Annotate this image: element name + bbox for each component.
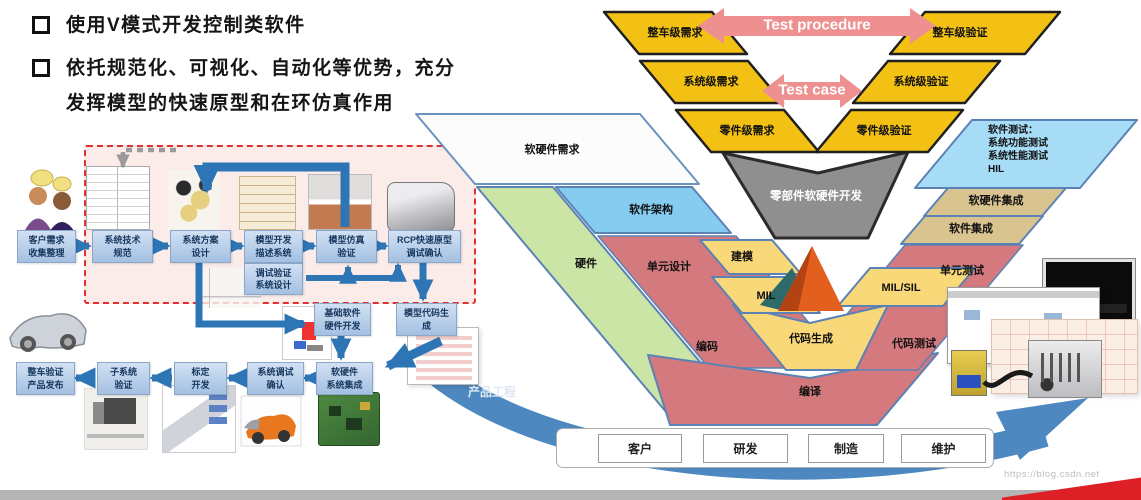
band-label-unit-test: 单元测试 <box>940 264 984 277</box>
vband-vehicle-level-verify <box>888 10 1062 56</box>
band-label-unit-design: 单元设计 <box>647 260 691 273</box>
flow-box-base-software: 基础软件 硬件开发 <box>314 303 371 336</box>
matlab-logo <box>760 246 844 311</box>
swoosh-arrowhead <box>996 398 1088 460</box>
bullet-item: 使用V模式开发控制类软件 <box>32 8 464 43</box>
vband-software-architecture <box>555 186 732 234</box>
vband-code-generation <box>732 304 889 371</box>
flow-box-system-debug: 系统调试 确认 <box>247 362 304 395</box>
band-label-system-req: 系统级需求 <box>683 75 739 88</box>
band-label-part-req: 零件级需求 <box>719 124 775 137</box>
band-label-hardware: 硬件 <box>575 257 597 270</box>
band-label-modeling: 建模 <box>731 250 753 263</box>
laptop-diagram-image <box>162 385 236 453</box>
simulink-window-image <box>947 287 1100 364</box>
vband-mil <box>711 276 821 314</box>
band-label-sw-arch: 软件架构 <box>629 203 673 216</box>
band-label-component-dev: 零部件软硬件开发 <box>770 190 862 203</box>
band-label-vehicle-verify: 整车级验证 <box>932 26 988 39</box>
workstation-image <box>84 388 148 450</box>
vband-modeling <box>699 239 802 275</box>
flow-box-calibration-dev: 标定 开发 <box>174 362 227 395</box>
band-label-vehicle-req: 整车级需求 <box>647 26 703 39</box>
band-label-codegen: 代码生成 <box>789 332 833 345</box>
bullet-text: 使用V模式开发控制类软件 <box>66 15 306 36</box>
test-arrows <box>698 8 936 108</box>
vband-mil-sil <box>837 267 976 307</box>
flow-box-vehicle-verify-release: 整车验证 产品发布 <box>16 362 75 395</box>
band-label-sw-test: 软件测试： 系统功能测试 系统性能测试 HIL <box>988 125 1048 175</box>
band-label-swhw-int: 软硬件集成 <box>968 194 1024 207</box>
vband-software-integration <box>900 215 1044 245</box>
ecu-board-image <box>282 306 332 360</box>
sports-car-image <box>9 313 87 352</box>
vband-vehicle-level-req <box>602 10 749 56</box>
bullet-item: 依托规范化、可视化、自动化等优势，充分发挥模型的快速原型和在环仿真作用 <box>32 51 464 121</box>
bullet-text: 依托规范化、可视化、自动化等优势，充分发挥模型的快速原型和在环仿真作用 <box>66 58 456 115</box>
footer-gray-bar <box>0 490 1141 500</box>
black-monitor-image <box>1043 259 1135 323</box>
test-arrow-label-procedure: Test procedure <box>763 16 871 34</box>
vband-hardware <box>476 186 754 426</box>
band-label-code-test: 代码测试 <box>892 337 936 350</box>
crash-cars-image <box>240 395 302 447</box>
vband-part-level-req <box>674 108 821 154</box>
band-label-coding: 编码 <box>696 340 718 353</box>
green-pcb-image <box>318 392 380 446</box>
vband-unit-code-test <box>799 244 1024 371</box>
schematic-image <box>991 319 1138 394</box>
product-engineering-label: 产品工程 <box>467 385 517 400</box>
gray-instrument-image <box>1028 340 1102 398</box>
people-icon <box>24 169 76 234</box>
flow-arrow-17 <box>384 336 443 371</box>
vband-system-level-req <box>638 59 785 105</box>
flow-box-customer-req: 客户需求 收集整理 <box>17 230 76 263</box>
band-label-sw-int: 软件集成 <box>949 222 993 235</box>
band-label-compile: 编译 <box>799 385 821 398</box>
band-label-part-verify: 零件级验证 <box>856 124 912 137</box>
bullet-square-icon <box>32 16 50 34</box>
test-arrow-label-case: Test case <box>778 81 846 99</box>
test-case-arrow <box>762 74 862 108</box>
flow-box-model-codegen: 模型代码生 成 <box>396 303 457 336</box>
v-bands <box>415 10 1138 426</box>
vband-unit-design-coding <box>597 235 848 369</box>
vband-compile <box>647 352 939 426</box>
vband-software-test <box>914 119 1138 189</box>
lifecycle-frame <box>556 428 994 468</box>
bullet-list: 使用V模式开发控制类软件依托规范化、可视化、自动化等优势，充分发挥模型的快速原型… <box>32 8 464 129</box>
vband-part-level-verify <box>814 108 965 154</box>
watermark: https://blog.csdn.net <box>1004 469 1100 480</box>
vband-component-sw-hw-dev <box>721 150 910 240</box>
flow-box-subsystem-verify: 子系统 验证 <box>97 362 150 395</box>
vband-sw-hw-integration <box>923 187 1067 217</box>
band-label-milsil: MIL/SIL <box>881 281 921 294</box>
bullet-square-icon <box>32 59 50 78</box>
test-procedure-arrow <box>698 8 936 44</box>
flow-box-swhw-sys-integration: 软硬件 系统集成 <box>316 362 373 395</box>
vband-system-level-verify <box>851 59 1002 105</box>
band-label-mil: MIL <box>756 289 776 302</box>
code-screenshot <box>407 327 479 385</box>
rapid-prototype-dashed-box <box>84 145 476 304</box>
cable-image <box>982 370 1034 388</box>
band-label-system-verify: 系统级验证 <box>893 75 949 88</box>
band-label-swhw-req: 软硬件需求 <box>524 143 580 156</box>
small-pcb-image <box>951 350 987 396</box>
